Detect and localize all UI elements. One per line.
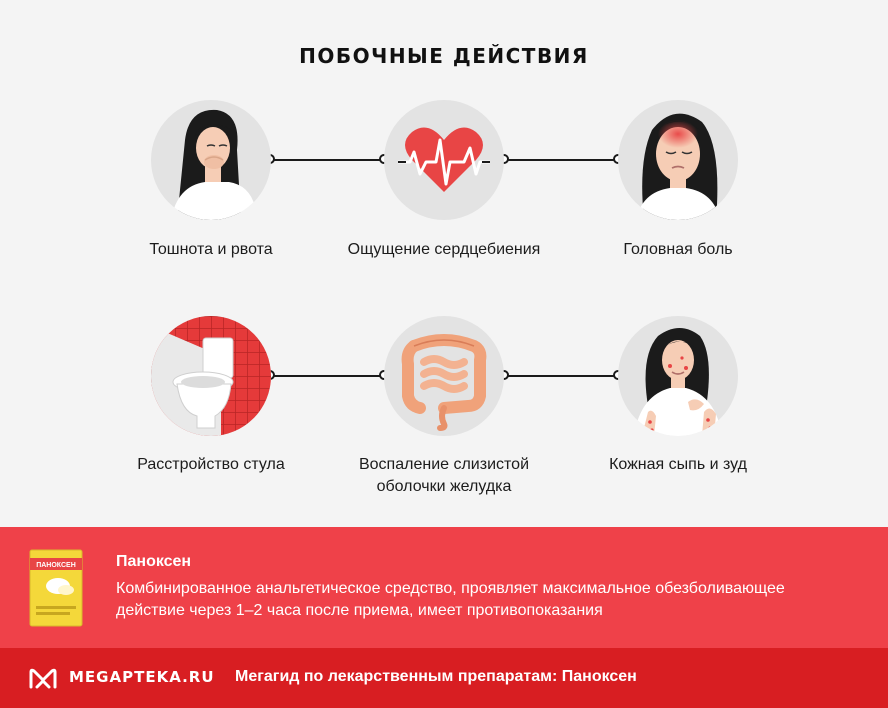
- effect-label: Воспаление слизистой оболочки желудка: [358, 456, 529, 495]
- effect-label: Ощущение сердцебиения: [347, 241, 541, 258]
- guide-title: Мегагид по лекарственным препаратам: Пан…: [235, 668, 637, 685]
- skin-rash-woman-icon: [618, 316, 738, 436]
- product-description: Комбинированное анальгетическое средство…: [116, 580, 785, 619]
- effect-label: Тошнота и рвота: [149, 241, 273, 258]
- connector-line: [270, 159, 384, 161]
- product-name[interactable]: Паноксен: [116, 553, 192, 570]
- connector-line: [270, 375, 384, 377]
- medicine-box-icon: ПАНОКСЕН: [29, 549, 83, 627]
- effect-label: Кожная сыпь и зуд: [609, 456, 747, 473]
- intestines-icon: [384, 316, 504, 436]
- brand-name[interactable]: MEGAPTEKA.RU: [69, 668, 215, 686]
- effect-label: Головная боль: [623, 241, 733, 258]
- connector-line: [504, 159, 618, 161]
- megapteka-logo-icon[interactable]: [28, 666, 58, 690]
- page-title: ПОБОЧНЫЕ ДЕЙСТВИЯ: [299, 44, 589, 68]
- nausea-woman-icon: [151, 100, 271, 220]
- connector-line: [504, 375, 618, 377]
- product-banner[interactable]: ПАНОКСЕН Паноксен Комбинированное анальг…: [0, 527, 888, 648]
- effect-label: Расстройство стула: [137, 456, 285, 473]
- heart-pulse-icon: [384, 100, 504, 220]
- toilet-icon: [151, 316, 271, 436]
- headache-woman-icon: [618, 100, 738, 220]
- pack-label: ПАНОКСЕН: [36, 562, 76, 569]
- footer: MEGAPTEKA.RU Мегагид по лекарственным пр…: [0, 648, 888, 708]
